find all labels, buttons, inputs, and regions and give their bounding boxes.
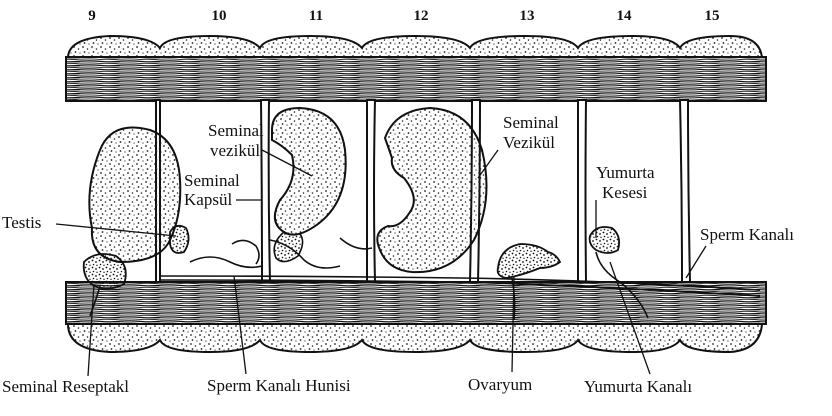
label-sperm-kanali-hunisi: Sperm Kanalı Hunisi xyxy=(207,376,351,395)
egg-sac xyxy=(590,227,620,253)
upper-body-wall xyxy=(66,36,766,101)
label-yumurta-kesesi-line2: Kesesi xyxy=(602,183,648,202)
segment-number-10: 10 xyxy=(212,8,227,24)
label-seminal-kapsul-line2: Kapsül xyxy=(184,190,232,209)
seminal-receptacle xyxy=(84,254,126,289)
label-seminal-vezikul-small-line2: vezikül xyxy=(210,141,260,160)
label-yumurta-kanali: Yumurta Kanalı xyxy=(584,377,692,396)
segment-number-9: 9 xyxy=(88,8,96,24)
testis-small xyxy=(170,226,189,253)
label-sperm-kanali: Sperm Kanalı xyxy=(700,225,794,244)
label-seminal-reseptakl: Seminal Reseptakl xyxy=(2,377,129,396)
label-yumurta-kesesi-line1: Yumurta xyxy=(596,163,655,182)
segment-number-14: 14 xyxy=(617,8,633,24)
label-ovaryum: Ovaryum xyxy=(468,375,532,394)
label-testis: Testis xyxy=(2,213,41,232)
label-seminal-vezikul-large-line1: Seminal xyxy=(503,113,559,132)
label-seminal-vezikul-small-line1: Seminal xyxy=(208,121,264,140)
label-seminal-kapsul-line1: Seminal xyxy=(184,171,240,190)
segment-number-12: 12 xyxy=(414,8,429,24)
seminal-vesicle-small xyxy=(272,108,346,235)
segment-number-11: 11 xyxy=(309,8,323,24)
segment-number-13: 13 xyxy=(520,8,535,24)
lower-body-wall xyxy=(66,282,766,352)
segment-number-15: 15 xyxy=(705,8,720,24)
segment-numbers: 9 10 11 12 13 14 15 xyxy=(88,8,719,24)
ovary xyxy=(498,244,560,278)
label-seminal-vezikul-large-line2: Vezikül xyxy=(503,133,555,152)
testis-mass xyxy=(89,128,180,263)
